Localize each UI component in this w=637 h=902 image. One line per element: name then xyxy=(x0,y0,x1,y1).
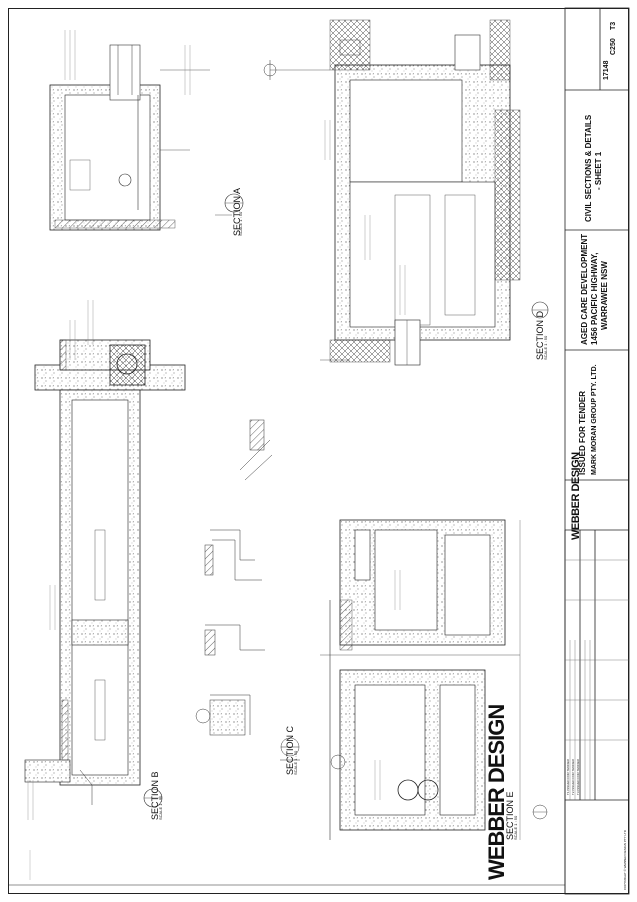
drawing-number: C250 xyxy=(610,38,617,55)
revision-row: T1 ISSUED FOR TENDER xyxy=(566,759,570,795)
section-a-drawing xyxy=(49,44,244,231)
title-block xyxy=(564,7,630,895)
revision-row: T2 ISSUED FOR TENDER xyxy=(571,759,575,795)
issue-status: ISSUED FOR TENDER xyxy=(578,390,587,475)
project-line2: 1456 PACIFIC HIGHWAY, xyxy=(590,252,599,345)
section-c-scale: SCALE 1 : 50 xyxy=(293,750,298,775)
client-name: MARK MORAN GROUP PTY. LTD. xyxy=(591,364,598,475)
sheet-title-line1: CIVIL SECTIONS & DETAILS xyxy=(584,114,593,222)
project-line1: AGED CARE DEVELOPMENT xyxy=(580,233,589,345)
detail-drawings xyxy=(195,419,300,761)
revision-row: T3 ISSUED FOR TENDER xyxy=(576,759,580,795)
section-c-drawing xyxy=(263,19,549,366)
job-number: 17148 xyxy=(603,60,610,80)
project-line3: WARRAWEE NSW xyxy=(600,261,609,330)
section-d-scale: SCALE 1 : 50 xyxy=(543,335,548,360)
section-a-scale: SCALE 1 : 50 xyxy=(238,211,243,236)
section-b-drawing xyxy=(24,339,186,880)
firm-logo-large: WEBBER DESIGN xyxy=(484,704,509,880)
section-e-scale: SCALE 1 : 50 xyxy=(513,815,518,840)
section-b-scale: SCALE 1 : 50 xyxy=(158,795,163,820)
copyright-note: COPYRIGHT © WEBBER DESIGN PTY LTD xyxy=(623,830,627,890)
sheet-title-line2: - SHEET 1 xyxy=(594,151,603,190)
drawing-sheet xyxy=(8,8,629,894)
revision-code: T3 xyxy=(610,21,617,30)
section-d-drawing xyxy=(320,519,548,840)
annotation-lines xyxy=(27,30,406,820)
